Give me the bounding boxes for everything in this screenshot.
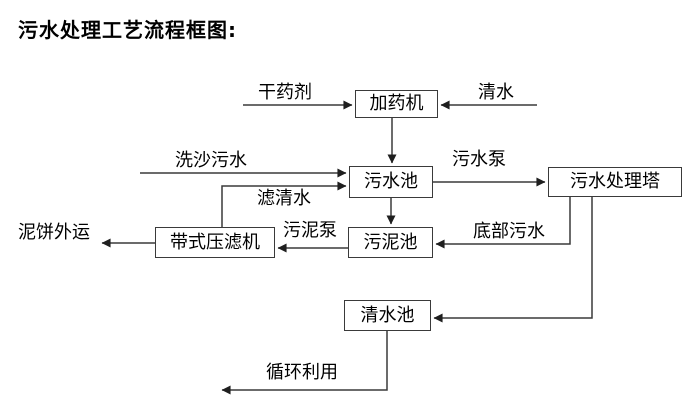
node-treatment-tower-label: 污水处理塔 [570,171,660,192]
edge-bottom-sewage-tower-to-sludge-pool [435,197,571,249]
node-dosing-machine: 加药机 [355,90,438,118]
flow-label-dry-chemical: 干药剂 [258,82,312,103]
flow-label-sand-wash-sewage: 洗沙污水 [175,150,247,171]
node-dosing-machine-label: 加药机 [369,93,424,114]
flow-label-sludge-pump: 污泥泵 [283,220,337,241]
node-sludge-pool-label: 污泥池 [363,231,418,253]
flow-label-mud-cake-out: 泥饼外运 [18,222,90,243]
edge-tower-to-clear-pool [433,197,593,323]
flow-label-filtered-water: 滤清水 [257,188,311,209]
node-treatment-tower: 污水处理塔 [548,167,682,197]
page-title: 污水处理工艺流程框图: [18,18,237,42]
edge-clear-pool-to-recycle [221,331,388,395]
flow-label-bottom-sewage: 底部污水 [473,221,545,242]
node-sewage-pool-label: 污水池 [364,171,418,192]
node-belt-filter-press: 带式压滤机 [155,227,275,258]
node-sewage-pool: 污水池 [349,166,433,198]
flow-label-recycle-use: 循环利用 [266,362,338,383]
node-belt-filter-press-label: 带式压滤机 [170,231,260,253]
node-sludge-pool: 污泥池 [348,227,433,258]
flow-label-clear-water: 清水 [478,82,514,103]
flow-label-sewage-pump: 污水泵 [452,149,506,170]
node-clear-water-pool: 清水池 [344,300,431,331]
edge-filtered-water-press-to-sewage-pool [221,181,347,227]
node-clear-water-pool-label: 清水池 [360,304,415,326]
